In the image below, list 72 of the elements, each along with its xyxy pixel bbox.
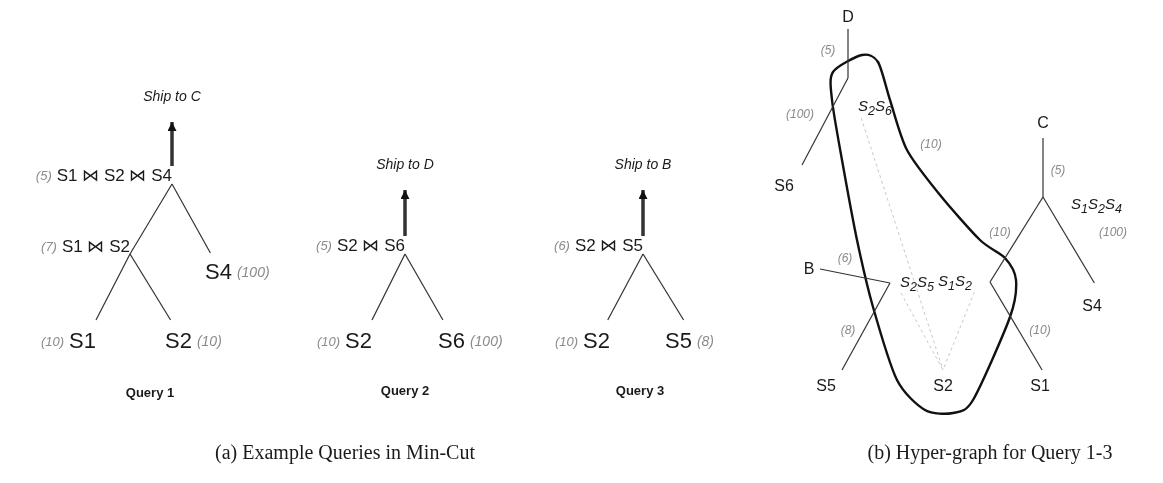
destination-label: Ship to C <box>143 88 201 104</box>
connector-line <box>404 253 444 321</box>
connector-line <box>847 28 849 79</box>
arrow <box>638 190 648 236</box>
join-vertex-label: S$_{1}$S$_{2}$S$_{4}$ <box>1071 194 1122 216</box>
vertex-label: C <box>1037 114 1049 132</box>
join-label: S2 ⋈ S5 <box>574 234 643 256</box>
weight-label: (6) <box>554 237 570 253</box>
join-vertex-label: S$_{2}$S$_{6}$ <box>858 97 892 118</box>
edge-weight: (10) <box>989 225 1011 239</box>
figure-caption: (a) Example Queries in Min-Cut <box>215 440 475 464</box>
source-label: S4 <box>205 259 232 285</box>
vertex-label: S4 <box>1082 297 1102 315</box>
query-caption: Query 2 <box>380 382 430 398</box>
source-label: S1 <box>69 328 96 354</box>
query-caption: Query 3 <box>615 382 665 398</box>
figure-caption: (b) Hyper-graph for Query 1-3 <box>867 440 1113 464</box>
vertex-label: B <box>803 260 815 278</box>
connector-line <box>841 282 891 371</box>
weight-label: (7) <box>41 238 57 254</box>
edge-weight: (100) <box>786 107 814 121</box>
connector-line <box>989 281 1043 371</box>
vertex-label: D <box>842 8 854 26</box>
weight-label: (8) <box>696 333 715 349</box>
source-label: S2 <box>345 328 372 354</box>
edge-weight: (10) <box>920 137 942 151</box>
weight-label: (5) <box>35 167 52 183</box>
connector-line <box>171 183 211 254</box>
connector-line <box>989 196 1044 283</box>
vertex-label: S1 <box>1030 377 1050 395</box>
connector-line <box>129 253 172 321</box>
source-label: S5 <box>665 328 692 354</box>
connector-line <box>642 253 685 321</box>
vertex-label: S5 <box>816 377 836 395</box>
edge-weight: (5) <box>820 43 836 57</box>
connector-line <box>1042 137 1044 198</box>
weight-label: (100) <box>236 264 270 280</box>
connector-line <box>900 292 944 371</box>
connector-line <box>95 253 131 321</box>
connector-line <box>607 253 644 321</box>
weight-label: (10) <box>316 333 341 349</box>
arrow <box>400 190 410 236</box>
edge-weight: (5) <box>1050 163 1066 177</box>
edge-weight: (8) <box>840 323 856 337</box>
source-label: S2 <box>583 328 610 354</box>
vertex-label: S6 <box>774 177 794 195</box>
connector-line <box>819 268 891 284</box>
join-label: S2 ⋈ S6 <box>336 234 405 256</box>
edge-weight: (10) <box>1029 323 1051 337</box>
weight-label: (100) <box>469 333 503 349</box>
edge-weight: (100) <box>1099 225 1127 239</box>
destination-label: Ship to B <box>614 156 672 172</box>
weight-label: (10) <box>196 333 222 349</box>
edge-weight: (6) <box>837 251 853 265</box>
destination-label: Ship to D <box>376 156 434 172</box>
weight-label: (5) <box>316 237 332 253</box>
connector-line <box>860 117 944 371</box>
connector-line <box>801 77 849 166</box>
arrow <box>167 122 177 166</box>
join-vertex-label: S$_{2}$S$_{5}$ <box>900 272 934 294</box>
connector-line <box>1042 196 1095 284</box>
vertex-label: S2 <box>933 377 953 395</box>
source-label: S2 <box>165 328 192 354</box>
connector-line <box>371 253 406 321</box>
source-label: S6 <box>438 328 465 354</box>
join-label: S1 ⋈ S2 <box>61 235 130 257</box>
join-label: S1 ⋈ S2 ⋈ S4 <box>56 164 172 186</box>
weight-label: (10) <box>40 333 65 349</box>
query-caption: Query 1 <box>125 384 175 400</box>
join-vertex-label: S$_{1}$S$_{2}$ <box>938 271 972 293</box>
connector-line <box>129 183 173 255</box>
weight-label: (10) <box>554 333 579 349</box>
